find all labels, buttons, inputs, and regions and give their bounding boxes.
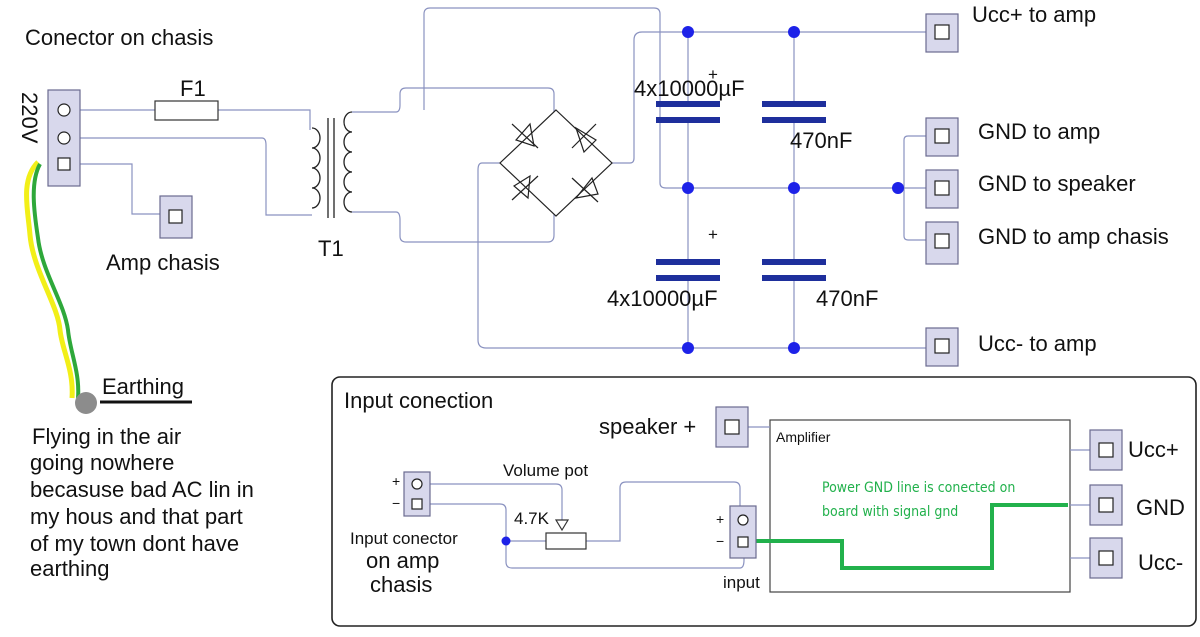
svg-text:of my town dont have: of my town dont have [30,531,239,556]
svg-text:earthing: earthing [30,556,110,581]
transformer-icon [311,111,353,218]
label-gnd-speaker: GND to speaker [978,171,1136,196]
potentiometer-icon [545,532,587,550]
label-gnd-amp-chassis: GND to amp chasis [978,224,1169,249]
label-cap-big-top: 4x10000µF [634,76,745,101]
input-connector-minus: − [392,495,400,511]
label-speaker-plus: speaker + [599,414,696,439]
label-resistor-value: 4.7K [514,509,550,528]
label-ucc-plus: Ucc+ [1128,437,1179,462]
wires [78,7,926,404]
svg-text:Flying in the air: Flying in the air [32,424,181,449]
earthing-note: Flying in the air going nowhere becasuse… [30,424,254,581]
label-volume-pot: Volume pot [503,461,588,480]
bridge-rectifier-icon [499,109,613,217]
label-fuse: F1 [180,76,206,101]
svg-text:chasis: chasis [370,572,432,597]
svg-text:my hous and that part: my hous and that part [30,504,243,529]
svg-text:Power GND line is conected on: Power GND line is conected on [822,480,1015,496]
label-transformer: T1 [318,236,344,261]
label-cap-big-bottom: 4x10000µF [607,286,718,311]
label-cap-small-bottom: 470nF [816,286,878,311]
svg-text:becasuse bad AC lin in: becasuse bad AC lin in [30,477,254,502]
earth-wire [24,160,97,414]
svg-text:on amp: on amp [366,548,439,573]
label-cap-big-bottom-plus: + [708,225,718,244]
earth-terminal-icon [75,392,97,414]
label-ucc-minus: Ucc- [1138,550,1183,575]
input-connector-label: Input conector on amp chasis [350,529,458,597]
amp-chassis-terminal [159,195,193,239]
mains-connector [47,89,81,187]
amp-input-minus: − [716,533,724,549]
label-voltage: 220V [17,92,42,144]
label-amp-chassis: Amp chasis [106,250,220,275]
amplifier-label: Amplifier [776,429,831,445]
label-gnd: GND [1136,495,1185,520]
capacitors [656,101,826,281]
label-ucc-plus-amp: Ucc+ to amp [972,2,1096,27]
svg-text:Input conector: Input conector [350,529,458,548]
junction-nodes [682,26,904,354]
svg-text:board with signal gnd: board with signal gnd [822,504,958,520]
label-connector-chassis: Conector on chasis [25,25,213,50]
label-cap-big-top-plus: + [708,65,718,84]
input-connection-panel: Input conection Amplifier speaker + Ucc+… [331,376,1197,627]
output-terminals [925,13,959,367]
label-earthing: Earthing [102,374,184,399]
fuse-icon [154,100,219,121]
label-ucc-minus-amp: Ucc- to amp [978,331,1097,356]
label-gnd-amp: GND to amp [978,119,1100,144]
ground-line [752,503,1068,570]
label-input: input [723,573,760,592]
label-cap-small-top: 470nF [790,128,852,153]
amp-input-plus: + [716,511,724,527]
input-connector-plus: + [392,473,400,489]
green-note: Power GND line is conected on board with… [822,480,1015,520]
input-box-title: Input conection [344,388,493,413]
svg-text:going nowhere: going nowhere [30,450,174,475]
